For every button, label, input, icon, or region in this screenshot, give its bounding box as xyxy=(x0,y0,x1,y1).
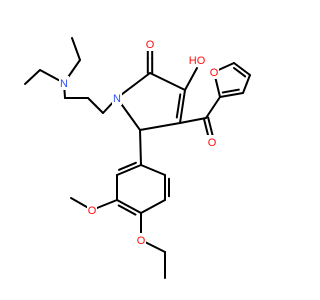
bond-c2-c3-a xyxy=(149,72,169,83)
bond-f4-f5-inner-a xyxy=(238,71,247,78)
bond-na-e1-b xyxy=(39,69,53,78)
furan-oxygen-label: O xyxy=(210,67,219,79)
bond-f2-f3-b xyxy=(230,92,244,96)
bond-c4-ck-a xyxy=(179,119,194,124)
bond-c3-o3-b xyxy=(190,67,198,80)
atom-label-layer: N N O HO O O O O xyxy=(59,37,219,247)
bond-c3-o3-a xyxy=(184,78,192,91)
bond-ck-f2-b xyxy=(212,96,221,109)
bond-a1-a2-inner-b xyxy=(118,165,129,171)
bond-a3-a4-a xyxy=(116,199,130,208)
bond-fo-f2-b xyxy=(216,83,221,98)
bond-a3-om-a xyxy=(103,199,118,206)
ethoxy-oxygen-label: O xyxy=(137,235,146,247)
lactam-oxygen-label: O xyxy=(146,39,155,51)
bond-om-cm-b xyxy=(70,197,83,205)
bond-ck-ok-1-a xyxy=(202,117,208,132)
bond-f2-f3-a xyxy=(219,94,233,98)
bond-c5-a1-b xyxy=(139,146,142,166)
bond-c3-c4-a xyxy=(181,89,186,108)
amine-nitrogen-label: N xyxy=(60,78,68,90)
hydroxyl-label-bg xyxy=(189,53,205,67)
bond-p1-p2-b xyxy=(87,97,97,107)
bond-a6-a1-b xyxy=(140,164,154,171)
bond-e3-e4-b xyxy=(71,37,77,50)
bond-f2-f3-inner-a xyxy=(221,90,232,94)
bond-c3-c4-b xyxy=(179,105,184,124)
bond-ck-ok-2-a xyxy=(207,116,213,131)
bond-f5-fo-a xyxy=(223,62,235,69)
ring-nitrogen-label: N xyxy=(113,93,121,105)
bond-f4-f5-inner-b xyxy=(233,67,241,74)
ring-nitrogen-label-bg xyxy=(112,91,122,105)
bond-a4-a5-b xyxy=(152,199,166,208)
bond-f4-f5-b xyxy=(233,62,243,70)
bond-f4-f5-a xyxy=(241,68,251,76)
bond-n1-p1-b xyxy=(102,104,111,114)
methoxy-oxygen-label-bg xyxy=(87,203,97,217)
bond-e1-e2-a xyxy=(31,69,41,78)
amine-nitrogen-label-bg xyxy=(59,76,69,90)
furan-oxygen-label-bg xyxy=(209,65,219,79)
bond-c2-c3-b xyxy=(166,80,186,91)
bond-p1-p2-a xyxy=(94,104,104,114)
bond-c3-c4-inner-a xyxy=(177,93,182,107)
bond-a3-a4-inner-a xyxy=(117,204,129,212)
bond-p3-na-a xyxy=(63,89,66,99)
lactam-oxygen-label-bg xyxy=(145,37,155,51)
ketone-oxygen-label-bg xyxy=(207,135,217,149)
bond-oe-ce1-b xyxy=(152,245,166,253)
methoxy-oxygen-label: O xyxy=(88,205,97,217)
ethoxy-oxygen-label-bg xyxy=(136,233,146,247)
bond-a4-a5-a xyxy=(140,205,154,214)
bond-f3-f4-b xyxy=(245,74,251,85)
bond-a1-a2-inner-a xyxy=(126,161,137,168)
bond-e3-e4-a xyxy=(75,48,81,61)
hydroxyl-label: HO xyxy=(189,55,206,67)
bond-a1-a2-b xyxy=(116,169,130,176)
molecule-structure: N N O HO O O O O xyxy=(24,37,251,279)
bond-f3-f4-a xyxy=(242,83,248,94)
bond-e1-e2-b xyxy=(24,76,34,85)
ketone-oxygen-label: O xyxy=(208,137,217,149)
bond-na-e3-b xyxy=(71,59,81,73)
bond-c5-n1-a xyxy=(127,113,141,131)
bond-c4-c5-b xyxy=(139,125,161,131)
bond-a3-a4-inner-b xyxy=(126,209,137,216)
bond-n1-c2-b xyxy=(132,72,151,87)
bond-a6-a1-a xyxy=(152,169,166,176)
bond-a1-a2-a xyxy=(128,164,142,171)
bond-ck-f2-a xyxy=(205,106,214,119)
bond-c5-a1-a xyxy=(139,129,142,149)
bond-c3-c4-inner-b xyxy=(175,104,180,119)
bond-c4-c5-a xyxy=(159,122,181,128)
bond-f2-f3-inner-b xyxy=(229,88,240,93)
bond-a3-a4-b xyxy=(128,205,142,214)
